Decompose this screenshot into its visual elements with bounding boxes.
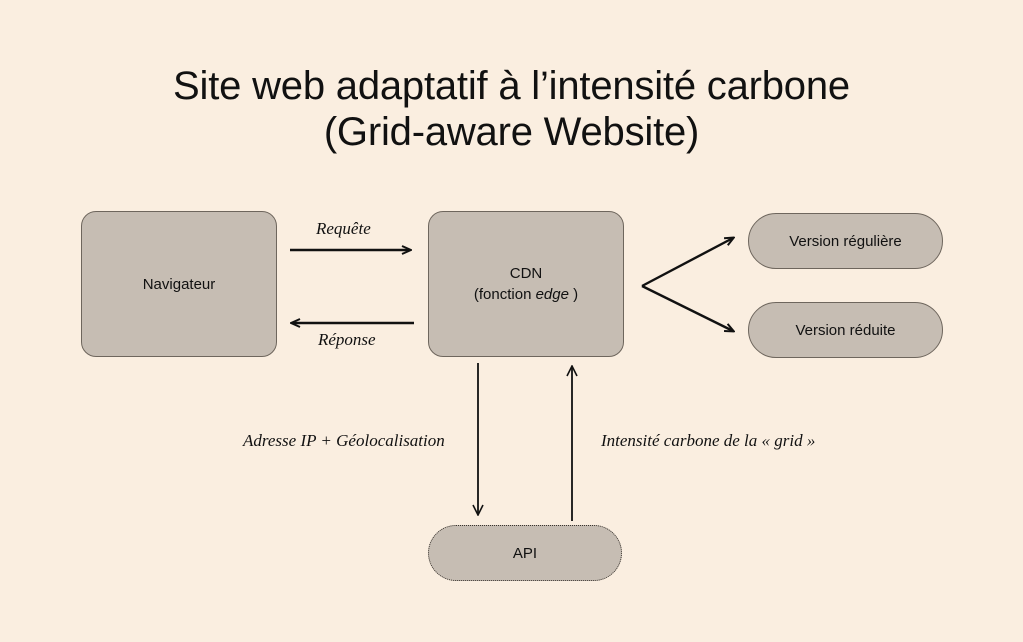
page-title: Site web adaptatif à l’intensité carbone… [173,64,850,154]
edge-label-intensite: Intensité carbone de la « grid » [601,431,816,450]
node-navigateur-label: Navigateur [142,275,216,293]
node-cdn[interactable]: CDN (fonction edge ) [428,211,624,357]
node-cdn-label-emphasis: edge [535,286,569,303]
edge-label-adresse-ip: Adresse IP + Géolocalisation [243,431,445,450]
node-api-label: API [512,544,538,562]
node-version-reguliere[interactable]: Version régulière [748,213,943,269]
node-navigateur[interactable]: Navigateur [81,211,277,357]
edge-to-version-reduite-arrow [641,284,733,331]
node-cdn-label-line2: (fonction edge ) [474,284,578,305]
node-version-reduite-label: Version réduite [795,321,896,339]
node-version-reduite[interactable]: Version réduite [748,302,943,358]
edge-to-version-reguliere-arrow [641,238,733,288]
node-cdn-label-suffix: ) [568,286,579,303]
node-version-reguliere-label: Version régulière [789,232,902,250]
node-api[interactable]: API [428,525,622,581]
node-cdn-label-prefix: (fonction [473,286,536,303]
edge-label-reponse: Réponse [318,330,376,349]
edge-label-requete: Requête [316,219,371,238]
node-cdn-label-line1: CDN [509,265,543,282]
